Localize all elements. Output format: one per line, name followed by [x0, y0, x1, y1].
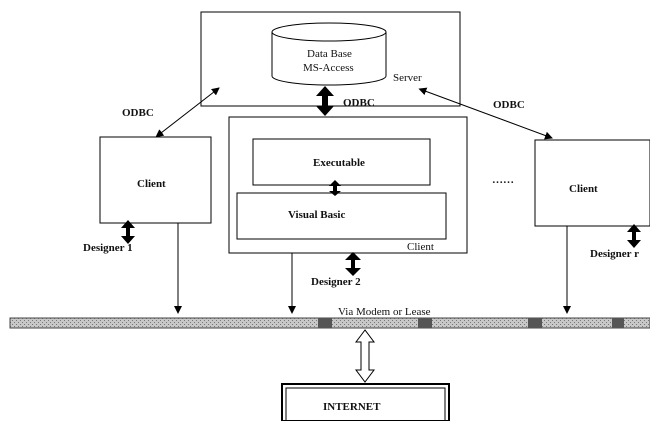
visual-basic-box: [236, 192, 447, 240]
internet-label: INTERNET: [323, 401, 381, 413]
client-right-box: [534, 139, 650, 227]
client-left-label: Client: [137, 178, 166, 190]
executable-label: Executable: [313, 157, 365, 169]
designer-1-label: Designer 1: [83, 242, 133, 254]
odbc-right-connector: [418, 87, 553, 140]
internet-box: [281, 383, 450, 421]
odbc-right-label: ODBC: [493, 99, 525, 111]
odbc-center-arrow-icon: [316, 86, 334, 116]
designer-r-arrow-icon: [627, 224, 641, 248]
network-bus-label: Via Modem or Lease: [338, 306, 431, 318]
network-bus: [9, 317, 650, 329]
client-center-label: Client: [407, 241, 434, 253]
executable-vb-arrow-icon: [329, 180, 341, 196]
client-right-label: Client: [569, 183, 598, 195]
database-label-line2: MS-Access: [303, 62, 354, 74]
odbc-left-label: ODBC: [122, 107, 154, 119]
designer-2-arrow-icon: [345, 252, 361, 276]
internet-link-arrow-icon: [355, 329, 375, 383]
database-label-line1: Data Base: [307, 48, 352, 60]
server-label: Server: [393, 72, 422, 84]
executable-box: [252, 138, 431, 186]
designer-2-label: Designer 2: [311, 276, 361, 288]
odbc-left-connector: [155, 87, 220, 138]
designer-1-arrow-icon: [121, 220, 135, 244]
designer-r-label: Designer r: [590, 248, 639, 260]
odbc-center-label: ODBC: [343, 97, 375, 109]
database-cylinder-icon: [271, 22, 387, 86]
visual-basic-label: Visual Basic: [288, 209, 345, 221]
more-clients-ellipsis: ……: [492, 174, 514, 186]
